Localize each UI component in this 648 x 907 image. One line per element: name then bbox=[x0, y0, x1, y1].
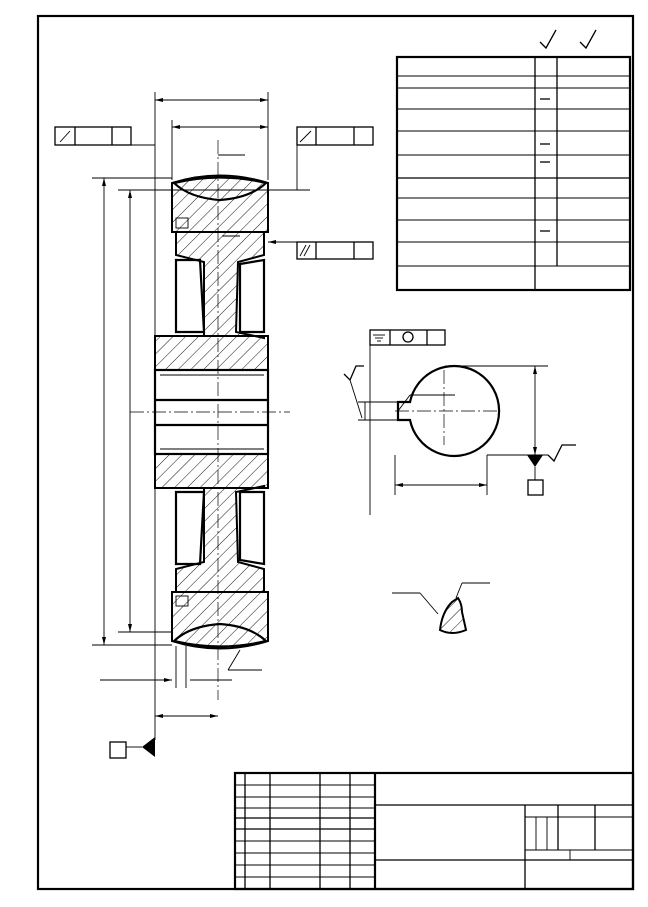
wheel-section-view bbox=[130, 140, 290, 700]
frame-border bbox=[36, 14, 635, 891]
roughness-marks bbox=[539, 29, 597, 50]
dimensions-main bbox=[92, 92, 310, 740]
tooth-detail-view bbox=[392, 582, 490, 634]
tolerance-frames bbox=[54, 126, 374, 260]
datum-marker-left bbox=[109, 737, 155, 759]
title-block bbox=[233, 771, 635, 891]
shaft-section-view bbox=[343, 329, 576, 515]
parameter-table bbox=[395, 55, 632, 292]
